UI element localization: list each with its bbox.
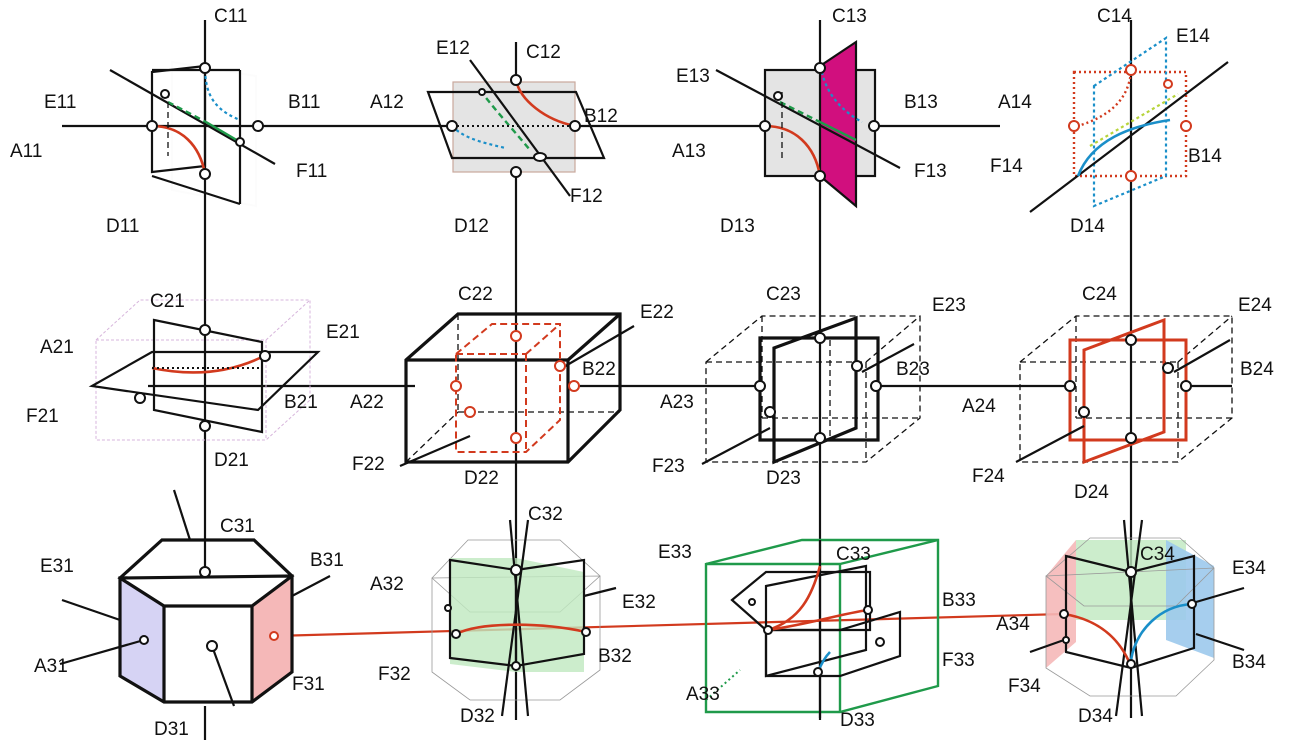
label-D24: D24 xyxy=(1074,482,1109,503)
label-F21: F21 xyxy=(26,406,59,427)
label-C31: C31 xyxy=(220,516,255,537)
label-F14: F14 xyxy=(990,156,1023,177)
label-F32: F32 xyxy=(378,664,411,685)
label-A11: A11 xyxy=(10,141,42,162)
label-E13: E13 xyxy=(676,66,710,87)
label-F23: F23 xyxy=(652,456,685,477)
label-A32: A32 xyxy=(370,574,404,595)
label-B33: B33 xyxy=(942,590,976,611)
label-F33: F33 xyxy=(942,650,975,671)
label-D11: D11 xyxy=(106,216,139,237)
label-B31: B31 xyxy=(310,550,344,571)
label-B11: B11 xyxy=(288,92,320,113)
label-C21: C21 xyxy=(150,291,185,312)
label-E31: E31 xyxy=(40,556,74,577)
label-D32: D32 xyxy=(460,706,495,727)
label-F22: F22 xyxy=(352,454,385,475)
label-A12: A12 xyxy=(370,92,404,113)
label-C24: C24 xyxy=(1082,284,1117,305)
label-D31: D31 xyxy=(154,719,189,740)
label-F24: F24 xyxy=(972,466,1005,487)
label-A33: A33 xyxy=(686,684,720,705)
label-B32: B32 xyxy=(598,646,632,667)
label-D23: D23 xyxy=(766,468,801,489)
label-A14: A14 xyxy=(998,92,1032,113)
label-C12: C12 xyxy=(526,42,561,63)
label-E34: E34 xyxy=(1232,558,1266,579)
label-E14: E14 xyxy=(1176,26,1210,47)
label-B14: B14 xyxy=(1188,146,1222,167)
label-B24: B24 xyxy=(1240,359,1274,380)
label-A13: A13 xyxy=(672,141,706,162)
label-B13: B13 xyxy=(904,92,938,113)
cell-32 xyxy=(432,520,616,716)
label-F13: F13 xyxy=(914,161,947,182)
label-B21: B21 xyxy=(284,392,318,413)
label-C23: C23 xyxy=(766,284,801,305)
cell-33 xyxy=(706,540,938,720)
cell-34 xyxy=(1030,520,1244,716)
label-B12: B12 xyxy=(584,106,618,127)
label-C14: C14 xyxy=(1097,6,1132,27)
label-D34: D34 xyxy=(1078,706,1113,727)
label-F34: F34 xyxy=(1008,676,1041,697)
label-C22: C22 xyxy=(458,284,493,305)
label-A24: A24 xyxy=(962,396,996,417)
label-E12: E12 xyxy=(436,38,470,59)
label-A23: A23 xyxy=(660,392,694,413)
cell-31 xyxy=(60,490,330,740)
label-E32: E32 xyxy=(622,592,656,613)
label-C32: C32 xyxy=(528,504,563,525)
label-C34: C34 xyxy=(1140,544,1175,565)
label-F31: F31 xyxy=(292,674,325,695)
cell-24 xyxy=(1016,316,1232,462)
label-E24: E24 xyxy=(1238,295,1272,316)
label-E33: E33 xyxy=(658,542,692,563)
label-D14: D14 xyxy=(1070,216,1105,237)
label-E22: E22 xyxy=(640,302,674,323)
label-D12: D12 xyxy=(454,216,489,237)
label-D13: D13 xyxy=(720,216,755,237)
label-C11: C11 xyxy=(214,6,247,27)
label-D33: D33 xyxy=(840,710,875,731)
label-D21: D21 xyxy=(214,450,249,471)
label-B23: B23 xyxy=(896,359,930,380)
label-D22: D22 xyxy=(464,468,499,489)
cell-11 xyxy=(110,62,275,206)
label-A34: A34 xyxy=(996,614,1030,635)
label-A21: A21 xyxy=(40,337,74,358)
label-E23: E23 xyxy=(932,295,966,316)
cell-23 xyxy=(702,316,920,464)
label-E21: E21 xyxy=(326,322,360,343)
label-A31: A31 xyxy=(34,656,68,677)
label-F12: F12 xyxy=(570,186,603,207)
label-B22: B22 xyxy=(582,359,616,380)
label-B34: B34 xyxy=(1232,652,1266,673)
cell-12 xyxy=(428,60,604,196)
label-C33: C33 xyxy=(836,544,871,565)
label-A22: A22 xyxy=(350,392,384,413)
cell-14 xyxy=(1030,38,1228,212)
cell-13 xyxy=(716,42,900,206)
label-C13: C13 xyxy=(832,6,867,27)
label-F11: F11 xyxy=(296,161,327,182)
label-E11: E11 xyxy=(44,92,76,113)
